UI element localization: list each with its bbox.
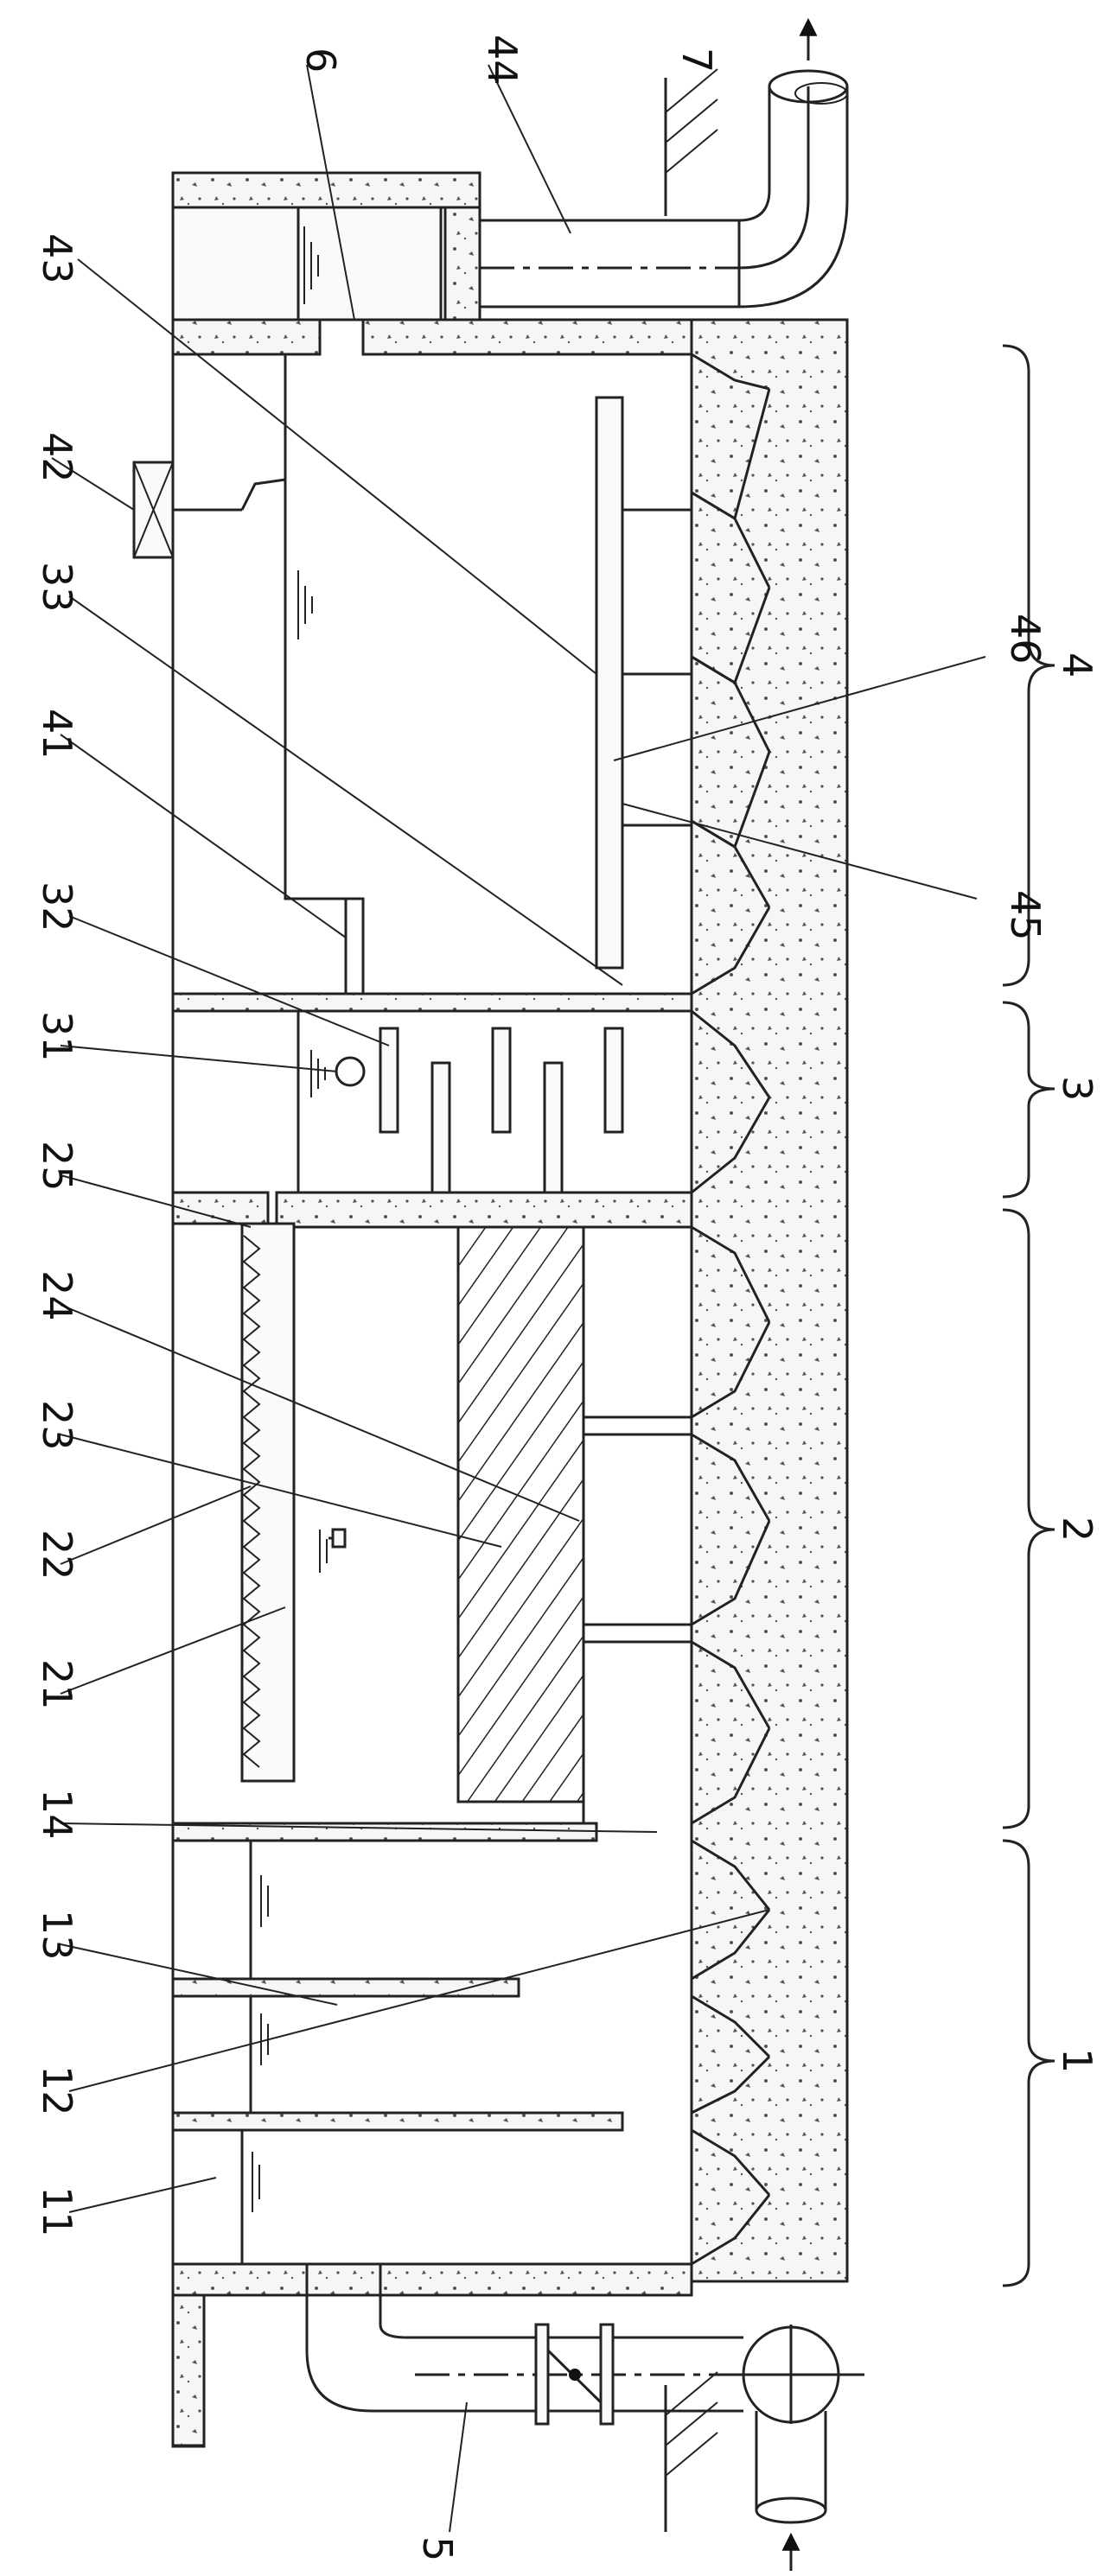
label-41: 41 bbox=[34, 709, 80, 760]
inlet-pipe-5 bbox=[307, 2264, 864, 2571]
label-25: 25 bbox=[34, 1141, 80, 1192]
label-44: 44 bbox=[479, 35, 526, 86]
label-31: 31 bbox=[34, 1011, 80, 1062]
compartment-4 bbox=[134, 354, 769, 1011]
label-6: 6 bbox=[297, 48, 344, 73]
label-46: 46 bbox=[1002, 614, 1049, 665]
compartment-2 bbox=[173, 1193, 769, 1823]
label-43: 43 bbox=[34, 233, 80, 284]
label-7: 7 bbox=[673, 48, 720, 73]
compartment-1 bbox=[173, 1823, 769, 2264]
label-24: 24 bbox=[34, 1270, 80, 1321]
label-12: 12 bbox=[34, 2065, 80, 2116]
label-23: 23 bbox=[34, 1400, 80, 1451]
label-33: 33 bbox=[34, 562, 80, 613]
section-label-1: 1 bbox=[1054, 2048, 1100, 2073]
ground-mark-bottom bbox=[666, 2372, 717, 2532]
outlet-pipe-7 bbox=[480, 22, 847, 307]
label-21: 21 bbox=[34, 1659, 80, 1710]
label-11: 11 bbox=[34, 2186, 80, 2237]
label-42: 42 bbox=[34, 432, 80, 483]
section-label-4: 4 bbox=[1054, 652, 1100, 677]
section-label-2: 2 bbox=[1054, 1517, 1100, 1542]
label-45: 45 bbox=[1002, 890, 1049, 941]
label-5: 5 bbox=[414, 2536, 461, 2561]
label-13: 13 bbox=[34, 1910, 80, 1961]
section-label-3: 3 bbox=[1054, 1076, 1100, 1101]
ground-mark-top bbox=[666, 69, 717, 216]
box-6 bbox=[173, 173, 480, 320]
label-22: 22 bbox=[34, 1530, 80, 1581]
label-32: 32 bbox=[34, 881, 80, 932]
section-labels: 1 2 3 4 bbox=[1054, 652, 1100, 2073]
label-14: 14 bbox=[34, 1789, 80, 1840]
